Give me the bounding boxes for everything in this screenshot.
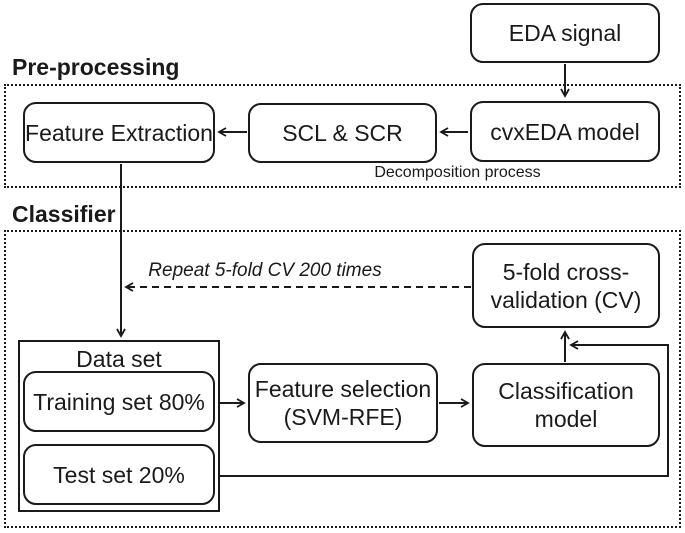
node-classification-model: Classification model — [472, 363, 660, 447]
preprocessing-section-label: Pre-processing — [12, 54, 180, 80]
node-feature-selection-label-line2: (SVM-RFE) — [283, 404, 403, 430]
node-test-set: Test set 20% — [23, 444, 215, 505]
node-training-set-label: Training set 80% — [33, 388, 205, 415]
node-classification-model-label-line2: model — [534, 406, 598, 432]
preprocessing-section-container — [4, 84, 681, 188]
classifier-section-container — [4, 230, 681, 528]
classifier-section-label: Classifier — [12, 201, 116, 227]
node-five-fold-cv-label-line1: 5-fold cross- — [502, 258, 630, 285]
decomposition-process-annotation: Decomposition process — [374, 164, 541, 181]
node-cvxeda-model: cvxEDA model — [470, 101, 660, 162]
node-test-set-label: Test set 20% — [53, 461, 185, 488]
node-cvxeda-model-label: cvxEDA model — [490, 118, 640, 145]
node-five-fold-cv: 5-fold cross- validation (CV) — [472, 243, 660, 328]
repeat-cv-annotation: Repeat 5-fold CV 200 times — [148, 260, 382, 281]
node-scl-scr-label: SCL & SCR — [282, 120, 403, 146]
data-set-group-title: Data set — [76, 346, 162, 372]
node-classification-model-label-line1: Classification — [498, 378, 634, 404]
node-feature-selection-label-line1: Feature selection — [254, 376, 432, 402]
node-eda-signal-label: EDA signal — [508, 20, 622, 46]
node-feature-extraction-label: Feature Extraction — [25, 119, 213, 146]
node-scl-scr: SCL & SCR — [248, 103, 437, 163]
node-five-fold-cv-label-line2: validation (CV) — [490, 286, 642, 313]
node-feature-extraction: Feature Extraction — [23, 102, 215, 163]
node-eda-signal: EDA signal — [470, 3, 660, 63]
node-feature-selection: Feature selection (SVM-RFE) — [248, 363, 438, 443]
node-training-set: Training set 80% — [23, 371, 215, 432]
